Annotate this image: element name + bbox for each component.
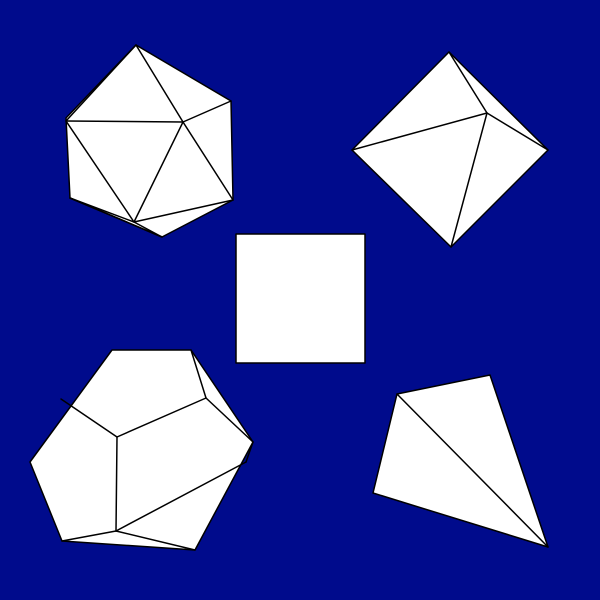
tetrahedron-edge xyxy=(396,393,549,548)
dodecahedron-edge xyxy=(61,530,117,542)
icosahedron-edge xyxy=(65,44,137,122)
octahedron-edge xyxy=(448,51,488,114)
dodecahedron-edge xyxy=(190,349,207,399)
dodecahedron-edge xyxy=(245,441,254,463)
octahedron-edge xyxy=(486,112,549,151)
icosahedron-edge xyxy=(69,197,163,238)
icosahedron xyxy=(65,44,234,238)
icosahedron-edge xyxy=(65,120,135,223)
icosahedron-edge xyxy=(65,120,184,123)
dodecahedron-edge xyxy=(60,398,118,438)
dodecahedron-edge xyxy=(116,397,207,438)
icosahedron-edge xyxy=(133,221,163,238)
icosahedron-edge xyxy=(133,121,184,223)
icosahedron-edge xyxy=(182,100,232,123)
dodecahedron-edge xyxy=(115,436,118,532)
cube-face xyxy=(235,233,366,364)
icosahedron-edge xyxy=(135,44,184,123)
icosahedron-edge xyxy=(182,121,234,201)
icosahedron-edge xyxy=(133,199,234,223)
dodecahedron-edge xyxy=(115,461,247,532)
cube xyxy=(235,233,366,364)
tetrahedron xyxy=(372,374,549,548)
octahedron-edge xyxy=(450,112,488,248)
dodecahedron-edge xyxy=(205,397,254,443)
octahedron xyxy=(351,51,549,248)
dodecahedron xyxy=(29,349,254,551)
octahedron-edge xyxy=(351,112,488,151)
dodecahedron-edge xyxy=(115,530,196,551)
